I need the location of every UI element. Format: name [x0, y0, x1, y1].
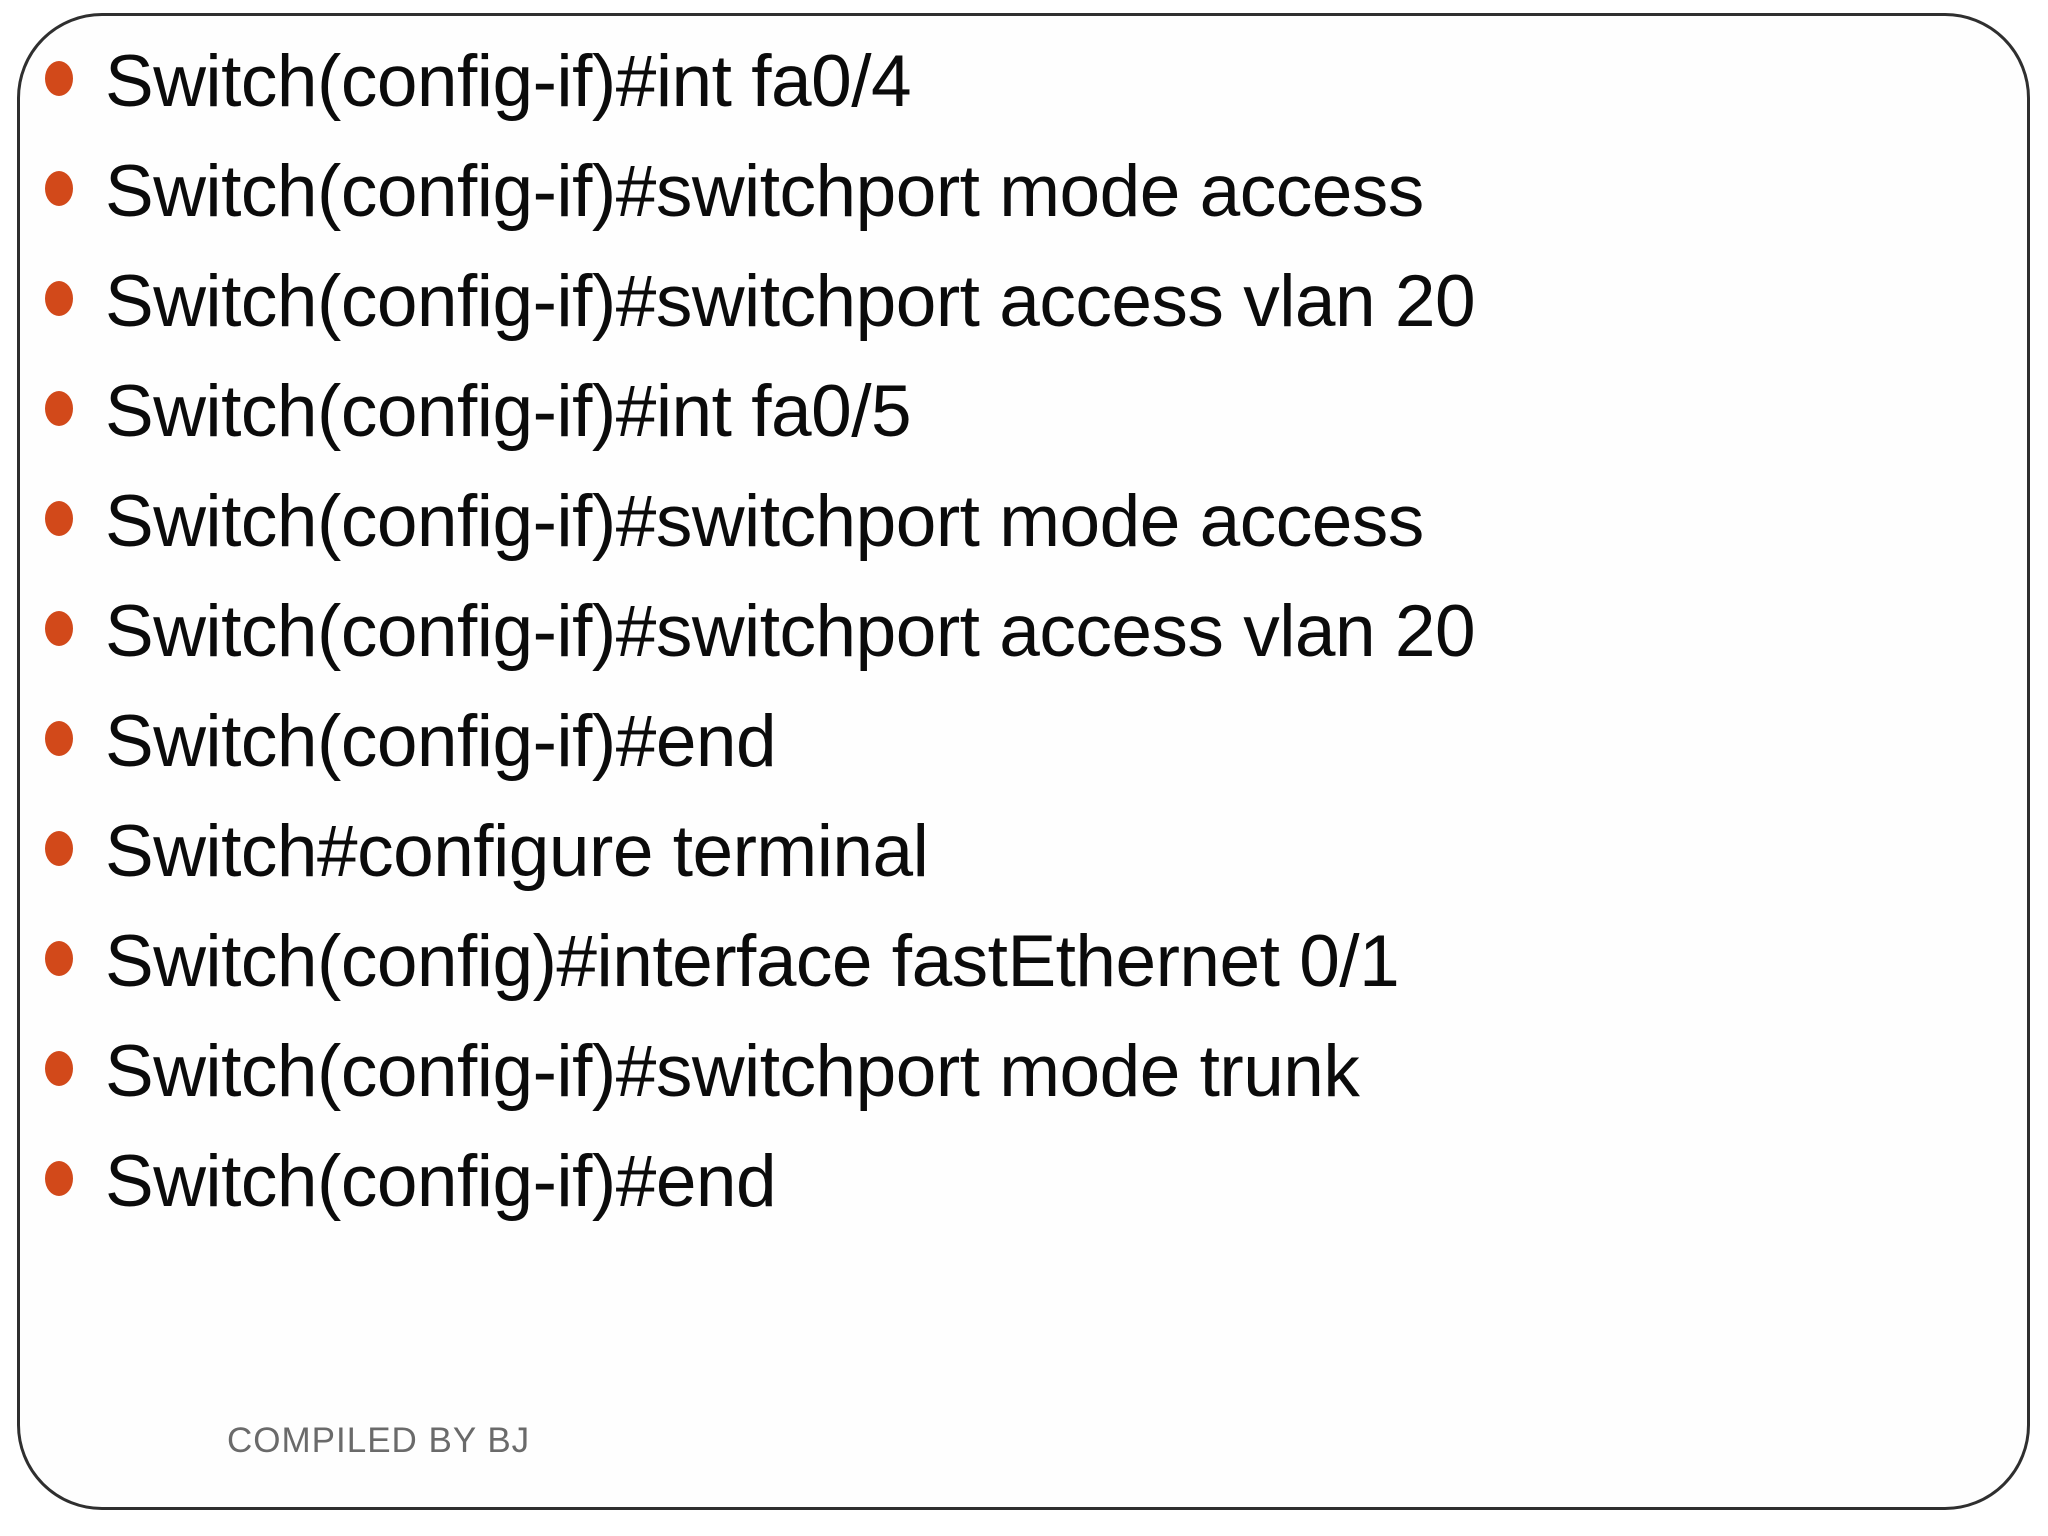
slide-border-frame: Switch(config-if)#int fa0/4 Switch(confi… [17, 13, 2030, 1510]
bullet-icon [45, 170, 73, 206]
command-list-item: Switch(config-if)#switchport mode trunk [45, 1016, 1475, 1126]
command-text: Switch#configure terminal [105, 810, 929, 892]
command-text: Switch(config-if)#switchport mode trunk [105, 1030, 1360, 1112]
command-list-item: Switch(config-if)#switchport access vlan… [45, 246, 1476, 356]
bullet-icon [45, 720, 73, 756]
command-text: Switch(config)#interface fastEthernet 0/… [105, 920, 1400, 1002]
bullet-icon [45, 940, 73, 976]
command-list-item: Switch(config-if)#end [45, 1126, 1475, 1236]
bullet-icon [45, 390, 73, 426]
bullet-icon [45, 60, 73, 96]
command-list-item: Switch(config)#interface fastEthernet 0/… [45, 906, 1475, 1016]
command-list-item: Switch(config-if)#end [45, 686, 1475, 796]
command-text: Switch(config-if)#end [105, 1140, 777, 1222]
bullet-icon [45, 500, 73, 536]
command-list-item: Switch(config-if)#switchport access vlan… [45, 576, 1476, 686]
command-list-item: Switch(config-if)#int fa0/5 [45, 356, 1475, 466]
bullet-icon [45, 1050, 73, 1086]
command-list: Switch(config-if)#int fa0/4 Switch(confi… [45, 26, 1476, 1236]
bullet-icon [45, 1160, 73, 1196]
command-list-item: Switch(config-if)#int fa0/4 [45, 26, 1475, 136]
command-text: Switch(config-if)#switchport access vlan… [105, 590, 1476, 672]
bullet-icon [45, 610, 73, 646]
command-list-item: Switch(config-if)#switchport mode access [45, 136, 1475, 246]
command-text: Switch(config-if)#int fa0/5 [105, 370, 912, 452]
command-text: Switch(config-if)#switchport access vlan… [105, 260, 1476, 342]
command-text: Switch(config-if)#switchport mode access [105, 480, 1424, 562]
command-text: Switch(config-if)#int fa0/4 [105, 40, 912, 122]
command-text: Switch(config-if)#switchport mode access [105, 150, 1424, 232]
bullet-icon [45, 280, 73, 316]
command-text: Switch(config-if)#end [105, 700, 777, 782]
command-list-item: Switch(config-if)#switchport mode access [45, 466, 1475, 576]
footer-credit: COMPILED BY BJ [227, 1421, 531, 1460]
command-list-item: Switch#configure terminal [45, 796, 1475, 906]
bullet-icon [45, 830, 73, 866]
